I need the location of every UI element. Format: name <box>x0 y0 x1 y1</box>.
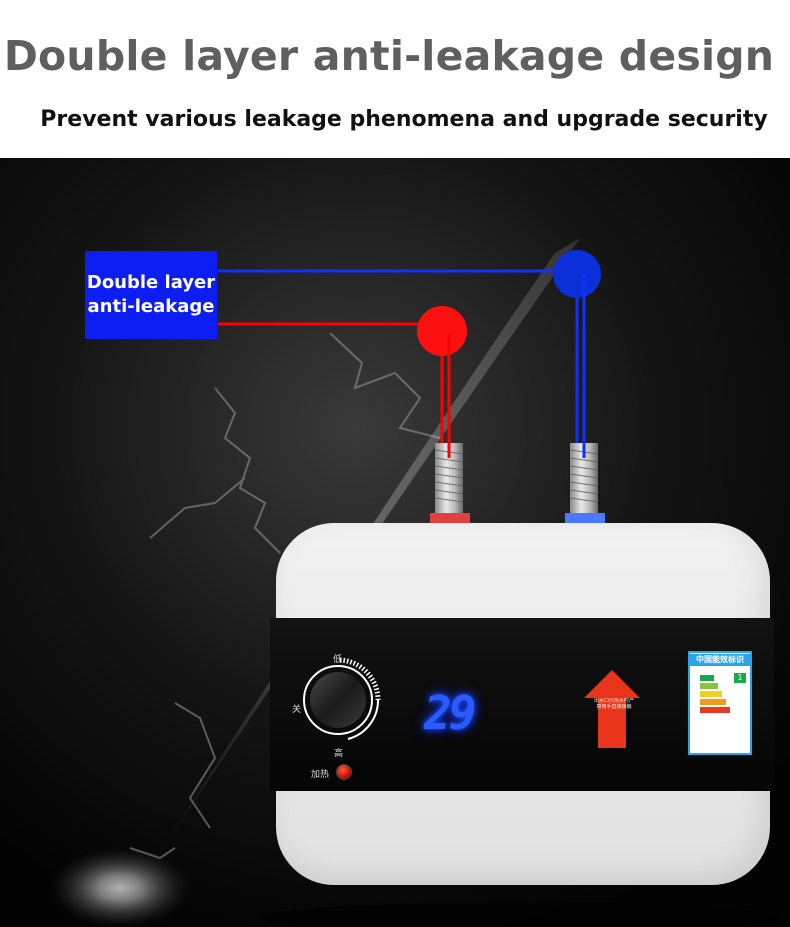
energy-grade-bars <box>700 675 740 715</box>
energy-grade-value: 1 <box>734 673 746 683</box>
header: Double layer anti-leakage design Prevent… <box>0 0 790 158</box>
heat-indicator-light <box>336 764 352 780</box>
lightning-crack-graphic <box>129 332 441 860</box>
cold-water-pipe <box>565 443 605 525</box>
temperature-display: 29 <box>424 686 476 740</box>
knob-high-label: 高 <box>334 749 344 759</box>
hot-connection-marker <box>417 306 467 356</box>
heat-indicator-label: 加热 <box>311 770 330 780</box>
knob-low-label: 低 <box>333 655 343 665</box>
page-title: Double layer anti-leakage design <box>3 32 775 80</box>
double-layer-callout: Double layer anti-leakage <box>85 251 217 339</box>
energy-efficiency-label: 中国能效标识 1 <box>688 651 752 755</box>
warning-text: 出水口出热水时严禁用手直接接触 <box>594 698 634 710</box>
product-scene: Double layer anti-leakage 关 低 高 加热 29 出水… <box>0 158 790 927</box>
page-subtitle: Prevent various leakage phenomena and up… <box>40 107 768 132</box>
knob-off-label: 关 <box>292 705 302 715</box>
energy-label-title: 中国能效标识 <box>690 654 750 666</box>
warning-arrow <box>584 670 640 748</box>
cold-connection-marker <box>553 250 601 298</box>
temperature-knob[interactable] <box>288 648 398 758</box>
